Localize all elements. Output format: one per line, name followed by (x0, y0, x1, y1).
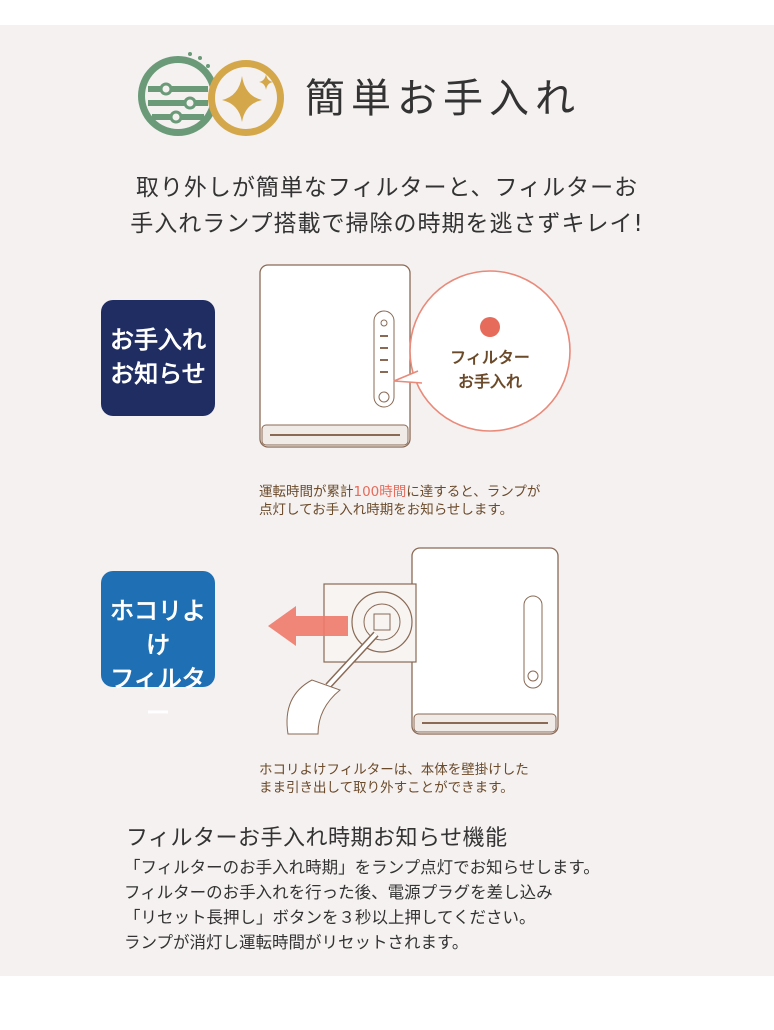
feature-line: ランプが消灯し運転時間がリセットされます。 (124, 933, 469, 952)
pull-direction-arrow (268, 606, 348, 646)
caption-highlight: 100時間 (353, 484, 407, 500)
page-title: 簡単お手入れ (305, 76, 581, 122)
humidifier-body (259, 264, 411, 448)
badge-line: お知らせ (110, 360, 206, 388)
dust-filter-badge: ホコリよけ フィルター (101, 571, 215, 727)
vacuum-nozzle (286, 631, 379, 735)
filter-lamp-icon (480, 317, 500, 337)
badge-line: お手入れ (110, 326, 206, 354)
filter-lamp-callout: フィルター お手入れ (393, 270, 571, 432)
intro-line-2: 手入れランプ搭載で掃除の時期を逃さずキレイ! (130, 211, 644, 237)
sparkle-icon (208, 60, 284, 136)
caption-text: 運転時間が累計 (259, 484, 354, 500)
section1-caption-line1: 運転時間が累計100時間に達すると、ランプが (259, 482, 540, 502)
feature-line: フィルターのお手入れを行った後、電源プラグを差し込み (124, 883, 553, 902)
badge-line: フィルター (110, 665, 206, 727)
intro-line-1: 取り外しが簡単なフィルターと、フィルターお (135, 175, 639, 201)
humidifier-front-illustration: フィルター お手入れ (259, 264, 571, 448)
filter-removal-illustration (268, 547, 559, 735)
bubble-text-1: フィルター (450, 348, 530, 367)
feature-line: 「リセット長押し」ボタンを３秒以上押してください。 (124, 908, 536, 927)
feature-line: 「フィルターのお手入れ時期」をランプ点灯でお知らせします。 (124, 858, 600, 877)
section2-caption-line2: まま引き出して取り外すことができます。 (259, 780, 514, 796)
humidifier-side (411, 547, 559, 735)
feature-description: 「フィルターのお手入れ時期」をランプ点灯でお知らせします。 フィルターのお手入れ… (124, 855, 600, 955)
content-panel (0, 25, 774, 976)
filter-icon (138, 52, 218, 136)
section1-caption-line2: 点灯してお手入れ時期をお知らせします。 (259, 502, 514, 518)
caption-text: に達すると、ランプが (406, 484, 541, 500)
feature-title: フィルターお手入れ時期お知らせ機能 (126, 826, 508, 851)
maintenance-notice-badge: お手入れ お知らせ (101, 300, 215, 416)
badge-line: ホコリよけ (110, 597, 206, 659)
bubble-text-2: お手入れ (458, 372, 522, 391)
header-logo (138, 52, 284, 136)
section2-caption-line1: ホコリよけフィルターは、本体を壁掛けした (259, 762, 529, 778)
